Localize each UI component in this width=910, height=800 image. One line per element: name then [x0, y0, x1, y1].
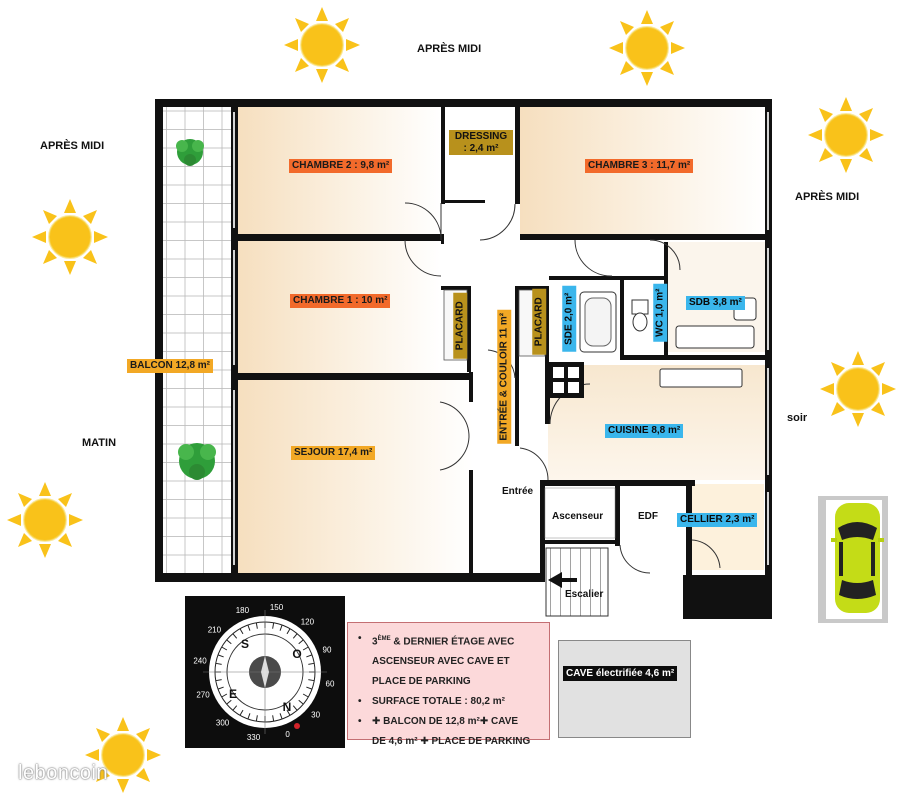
cave-label: CAVE électrifiée 4,6 m²	[563, 666, 678, 681]
plant-icon	[176, 139, 204, 166]
compass-degree-label: 90	[323, 645, 332, 654]
compass-n: N	[283, 700, 292, 714]
compass-tick	[226, 699, 232, 705]
plant-icon	[178, 443, 216, 480]
label-dressing-line1: DRESSING	[454, 131, 508, 142]
label-cellier: CELLIER 2,3 m²	[677, 513, 758, 527]
compass-degree-label: 150	[270, 603, 284, 612]
label-chambre-2: CHAMBRE 2 : 9,8 m²	[289, 159, 393, 173]
label-chambre-3: CHAMBRE 3 : 11,7 m²	[585, 159, 694, 173]
compass-degree-label: 30	[311, 710, 320, 719]
compass-tick	[247, 713, 251, 720]
label-ascenseur: Ascenseur	[552, 511, 604, 522]
compass-degree-label: 60	[326, 680, 335, 689]
compass-tick	[298, 699, 304, 705]
compass-tick	[286, 628, 291, 635]
compass-tick	[232, 633, 238, 639]
label-entree-couloir: ENTRÉE & COULOIR 11 m²	[497, 309, 511, 444]
compass-tick	[272, 622, 275, 629]
cave-box: CAVE électrifiée 4,6 m²	[558, 640, 691, 738]
compass-tick	[279, 624, 283, 631]
car-icon	[818, 496, 888, 623]
orientation-left: MATIN	[82, 437, 117, 449]
compass-tick	[286, 709, 291, 716]
compass-tick	[247, 624, 251, 631]
compass-tick	[215, 662, 222, 665]
compass-tick	[279, 713, 283, 720]
compass-tick	[239, 628, 244, 635]
label-escalier: Escalier	[565, 589, 604, 600]
compass-e: E	[229, 687, 237, 701]
label-balcon: BALCON 12,8 m²	[127, 359, 214, 373]
info-line: SURFACE TOTALE : 80,2 m²	[356, 692, 545, 712]
info-line: DE 4,6 m² ✚ PLACE DE PARKING	[372, 736, 531, 748]
label-edf: EDF	[638, 511, 658, 522]
label-sejour: SEJOUR 17,4 m²	[291, 446, 376, 460]
compass-tick	[255, 622, 258, 629]
compass-tick	[232, 705, 238, 711]
info-line: 3ÈME & DERNIER ÉTAGE AVEC	[356, 629, 545, 652]
compass-tick	[308, 662, 315, 665]
compass-tick	[306, 654, 313, 658]
label-dressing-line2: : 2,4 m²	[463, 142, 499, 154]
label-placard-right: PLACARD	[532, 288, 546, 355]
info-line: PLACE DE PARKING	[372, 676, 471, 688]
compass-tick	[292, 705, 298, 711]
orientation-top: APRÈS MIDI	[417, 43, 482, 55]
compass-tick	[215, 679, 222, 682]
label-sdb: SDB 3,8 m²	[686, 296, 745, 310]
compass-tick	[239, 709, 244, 716]
compass-tick	[298, 639, 304, 645]
compass-tick	[306, 686, 313, 690]
room-sejour	[238, 380, 473, 573]
compass-o: O	[292, 647, 301, 661]
compass-degree-label: 210	[208, 626, 222, 635]
leboncoin-watermark: leboncoin	[18, 762, 109, 784]
compass-tick	[217, 654, 224, 658]
compass-tick	[272, 715, 275, 722]
compass-dial: 0 30 60 90 120 150 180 210 240 270 300 330 S O N E	[193, 603, 335, 742]
label-placard-left: PLACARD	[453, 292, 467, 359]
compass: 0 30 60 90 120 150 180 210 240 270 300 330 S O N E	[185, 596, 345, 748]
compass-tick	[292, 633, 298, 639]
label-sde: SDE 2,0 m²	[562, 285, 576, 352]
compass-degree-label: 300	[216, 719, 230, 728]
label-chambre-1: CHAMBRE 1 : 10 m²	[290, 294, 391, 308]
orientation-right: soir	[787, 412, 808, 424]
room-cellier	[692, 484, 764, 570]
compass-tick	[226, 639, 232, 645]
label-entree: Entrée	[502, 486, 534, 497]
info-box: 3ÈME & DERNIER ÉTAGE AVEC ASCENSEUR AVEC…	[347, 622, 550, 747]
orientation-right-upper: APRÈS MIDI	[795, 191, 860, 203]
compass-s: S	[241, 637, 249, 651]
compass-degree-label: 0	[285, 730, 290, 739]
info-line: ASCENSEUR AVEC CAVE ET	[372, 656, 510, 668]
compass-tick	[302, 646, 309, 651]
compass-degree-label: 240	[193, 657, 207, 666]
info-line: ✚ BALCON DE 12,8 m²✚ CAVE	[356, 712, 545, 732]
compass-tick	[302, 693, 309, 698]
compass-degree-label: 330	[247, 733, 261, 742]
compass-degree-label: 270	[196, 691, 210, 700]
compass-degree-label: 120	[301, 617, 315, 626]
compass-tick	[255, 715, 258, 722]
compass-tick	[217, 686, 224, 690]
label-cuisine: CUISINE 8,8 m²	[605, 424, 684, 438]
compass-tick	[221, 693, 228, 698]
orientation-top-left: APRÈS MIDI	[40, 140, 105, 152]
label-wc: WC 1,0 m²	[653, 283, 667, 342]
label-dressing: DRESSING : 2,4 m²	[449, 130, 513, 155]
compass-degree-label: 180	[236, 606, 250, 615]
compass-tick	[308, 679, 315, 682]
compass-tick	[221, 646, 228, 651]
